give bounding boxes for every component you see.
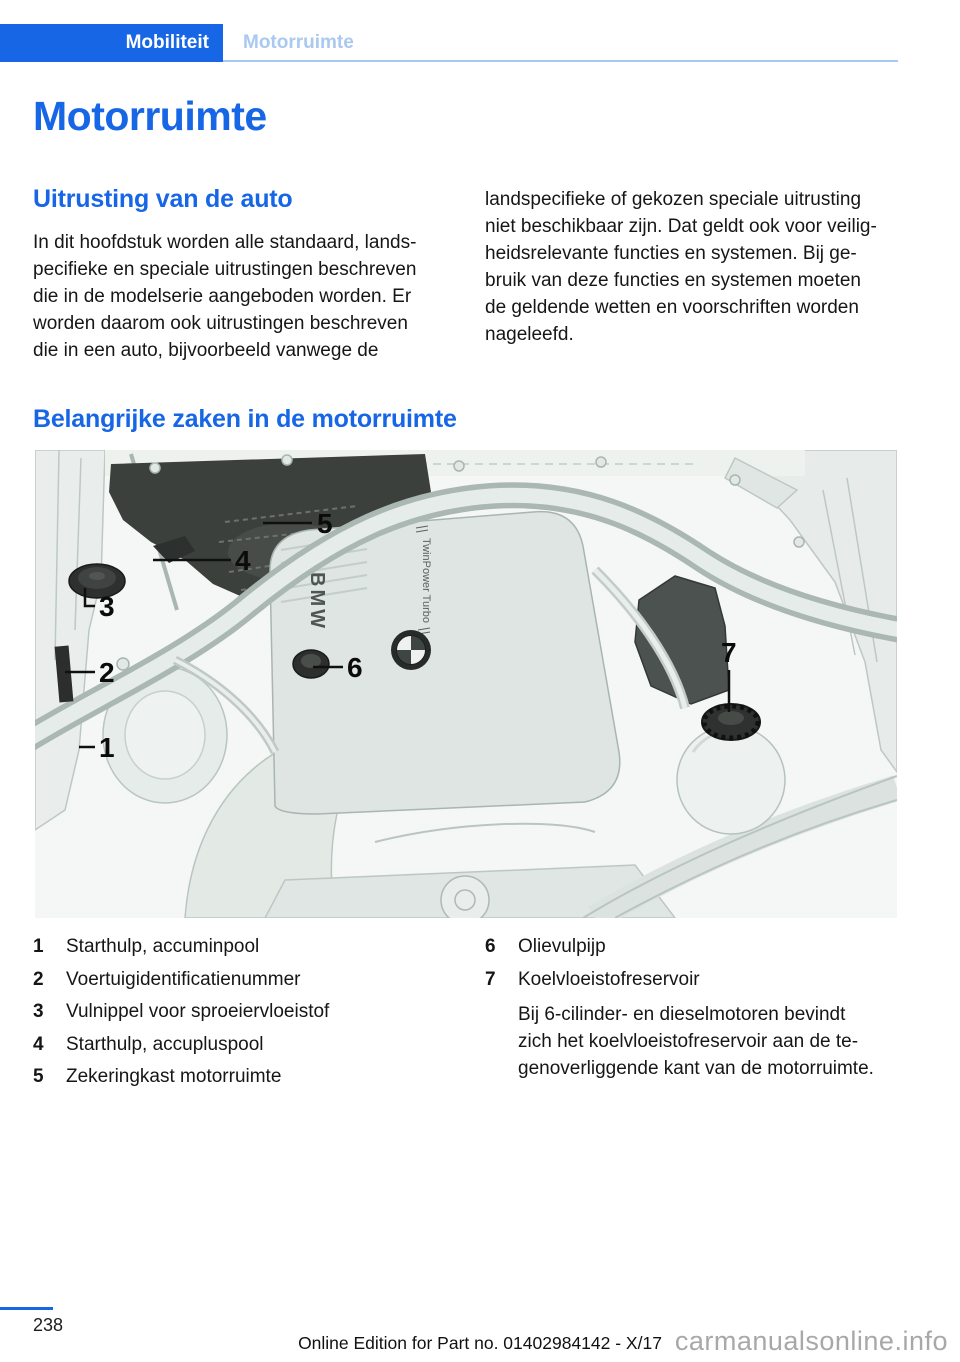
legend-column-left: 1 Starthulp, accuminpool 2 Voertuigident… — [33, 936, 478, 1099]
equipment-paragraph-right: landspecifieke of gekozen speciale uitru… — [485, 189, 877, 345]
washer-fluid-cap — [68, 563, 126, 599]
coolant-reservoir — [676, 703, 786, 835]
legend-item-label: Koelvloeistofreservoir — [518, 968, 700, 990]
legend-item-7-note: Bij 6-cilinder- en dieselmotoren bevindt… — [518, 1004, 874, 1079]
legend-item-2: 2 Voertuigidentificatienummer — [33, 969, 478, 990]
legend-item-label: Olievulpijp — [518, 936, 606, 957]
equipment-section-left: Uitrusting van de auto In dit hoofdstuk … — [33, 184, 468, 364]
callout-marker-2: 2 — [99, 657, 115, 688]
engine-bay-figure: BMW TwinPower Turbo — [35, 450, 897, 918]
callout-leader-lines — [65, 521, 731, 749]
page-title: Motorruimte — [33, 93, 267, 139]
callout-marker-7: 7 — [721, 637, 737, 668]
footer-rule — [0, 1307, 53, 1310]
engine-cover: BMW TwinPower Turbo — [269, 510, 621, 815]
watermark: carmanualsonline.info — [674, 1326, 948, 1356]
legend-item-number: 5 — [33, 1066, 44, 1087]
legend-item-1: 1 Starthulp, accuminpool — [33, 936, 478, 957]
engine-cover-brand-text: BMW — [306, 572, 328, 631]
legend-item-4: 4 Starthulp, accupluspool — [33, 1034, 478, 1055]
vin-plate — [54, 645, 74, 703]
legend-item-number: 1 — [33, 936, 44, 957]
callout-marker-5: 5 — [317, 508, 333, 539]
legend-item-7: 7 Koelvloeistofreservoir — [485, 969, 910, 990]
page-number: 238 — [33, 1315, 64, 1335]
legend-item-number: 3 — [33, 1001, 44, 1022]
breadcrumb-chapter-label: Motorruimte — [243, 32, 354, 53]
callout-marker-3: 3 — [99, 591, 115, 622]
legend-item-label: Starthulp, accuminpool — [66, 936, 260, 957]
legend-item-3: 3 Vulnippel voor sproeiervloeistof — [33, 1001, 478, 1022]
legend-item-label: Zekeringkast motorruimte — [66, 1066, 282, 1087]
callout-marker-1: 1 — [99, 732, 115, 763]
bmw-roundel-icon — [391, 630, 431, 670]
legend-item-number: 2 — [33, 968, 44, 990]
edition-line: Online Edition for Part no. 01402984142 … — [298, 1333, 662, 1353]
legend-item-label: Starthulp, accupluspool — [66, 1033, 264, 1055]
section-heading-equipment: Uitrusting van de auto — [33, 185, 293, 213]
oil-filler-cap — [292, 649, 330, 679]
breadcrumb-section-label: Mobiliteit — [125, 32, 209, 53]
legend-item-number: 7 — [485, 968, 496, 990]
lower-engine-structures — [102, 666, 897, 918]
equipment-paragraph-left: In dit hoofdstuk worden alle standaard, … — [33, 232, 417, 361]
engine-bay-illustration: BMW TwinPower Turbo — [35, 450, 897, 918]
legend-item-label: Vulnippel voor sproeiervloeistof — [66, 1001, 330, 1022]
header-rule — [223, 60, 898, 62]
bolt-details — [116, 454, 805, 671]
legend-item-number: 6 — [485, 936, 496, 957]
hoses — [35, 482, 897, 755]
legend-item-label: Voertuigidentificatienummer — [66, 968, 301, 990]
legend-item-number: 4 — [33, 1033, 44, 1055]
legend-item-5: 5 Zekeringkast motorruimte — [33, 1066, 478, 1087]
legend-item-6: 6 Olievulpijp — [485, 936, 910, 957]
breadcrumb-section: Mobiliteit — [0, 24, 223, 62]
callout-marker-4: 4 — [235, 545, 251, 576]
callout-markers: 1 2 3 4 5 6 7 — [99, 508, 737, 763]
legend-column-right: 6 Olievulpijp 7 Koelvloeistofreservoir B… — [485, 936, 910, 1082]
section-heading-engine-bay: Belangrijke zaken in de motorruimte — [33, 405, 457, 433]
callout-marker-6: 6 — [347, 652, 363, 683]
engine-cover-model-text: TwinPower Turbo — [420, 538, 432, 623]
